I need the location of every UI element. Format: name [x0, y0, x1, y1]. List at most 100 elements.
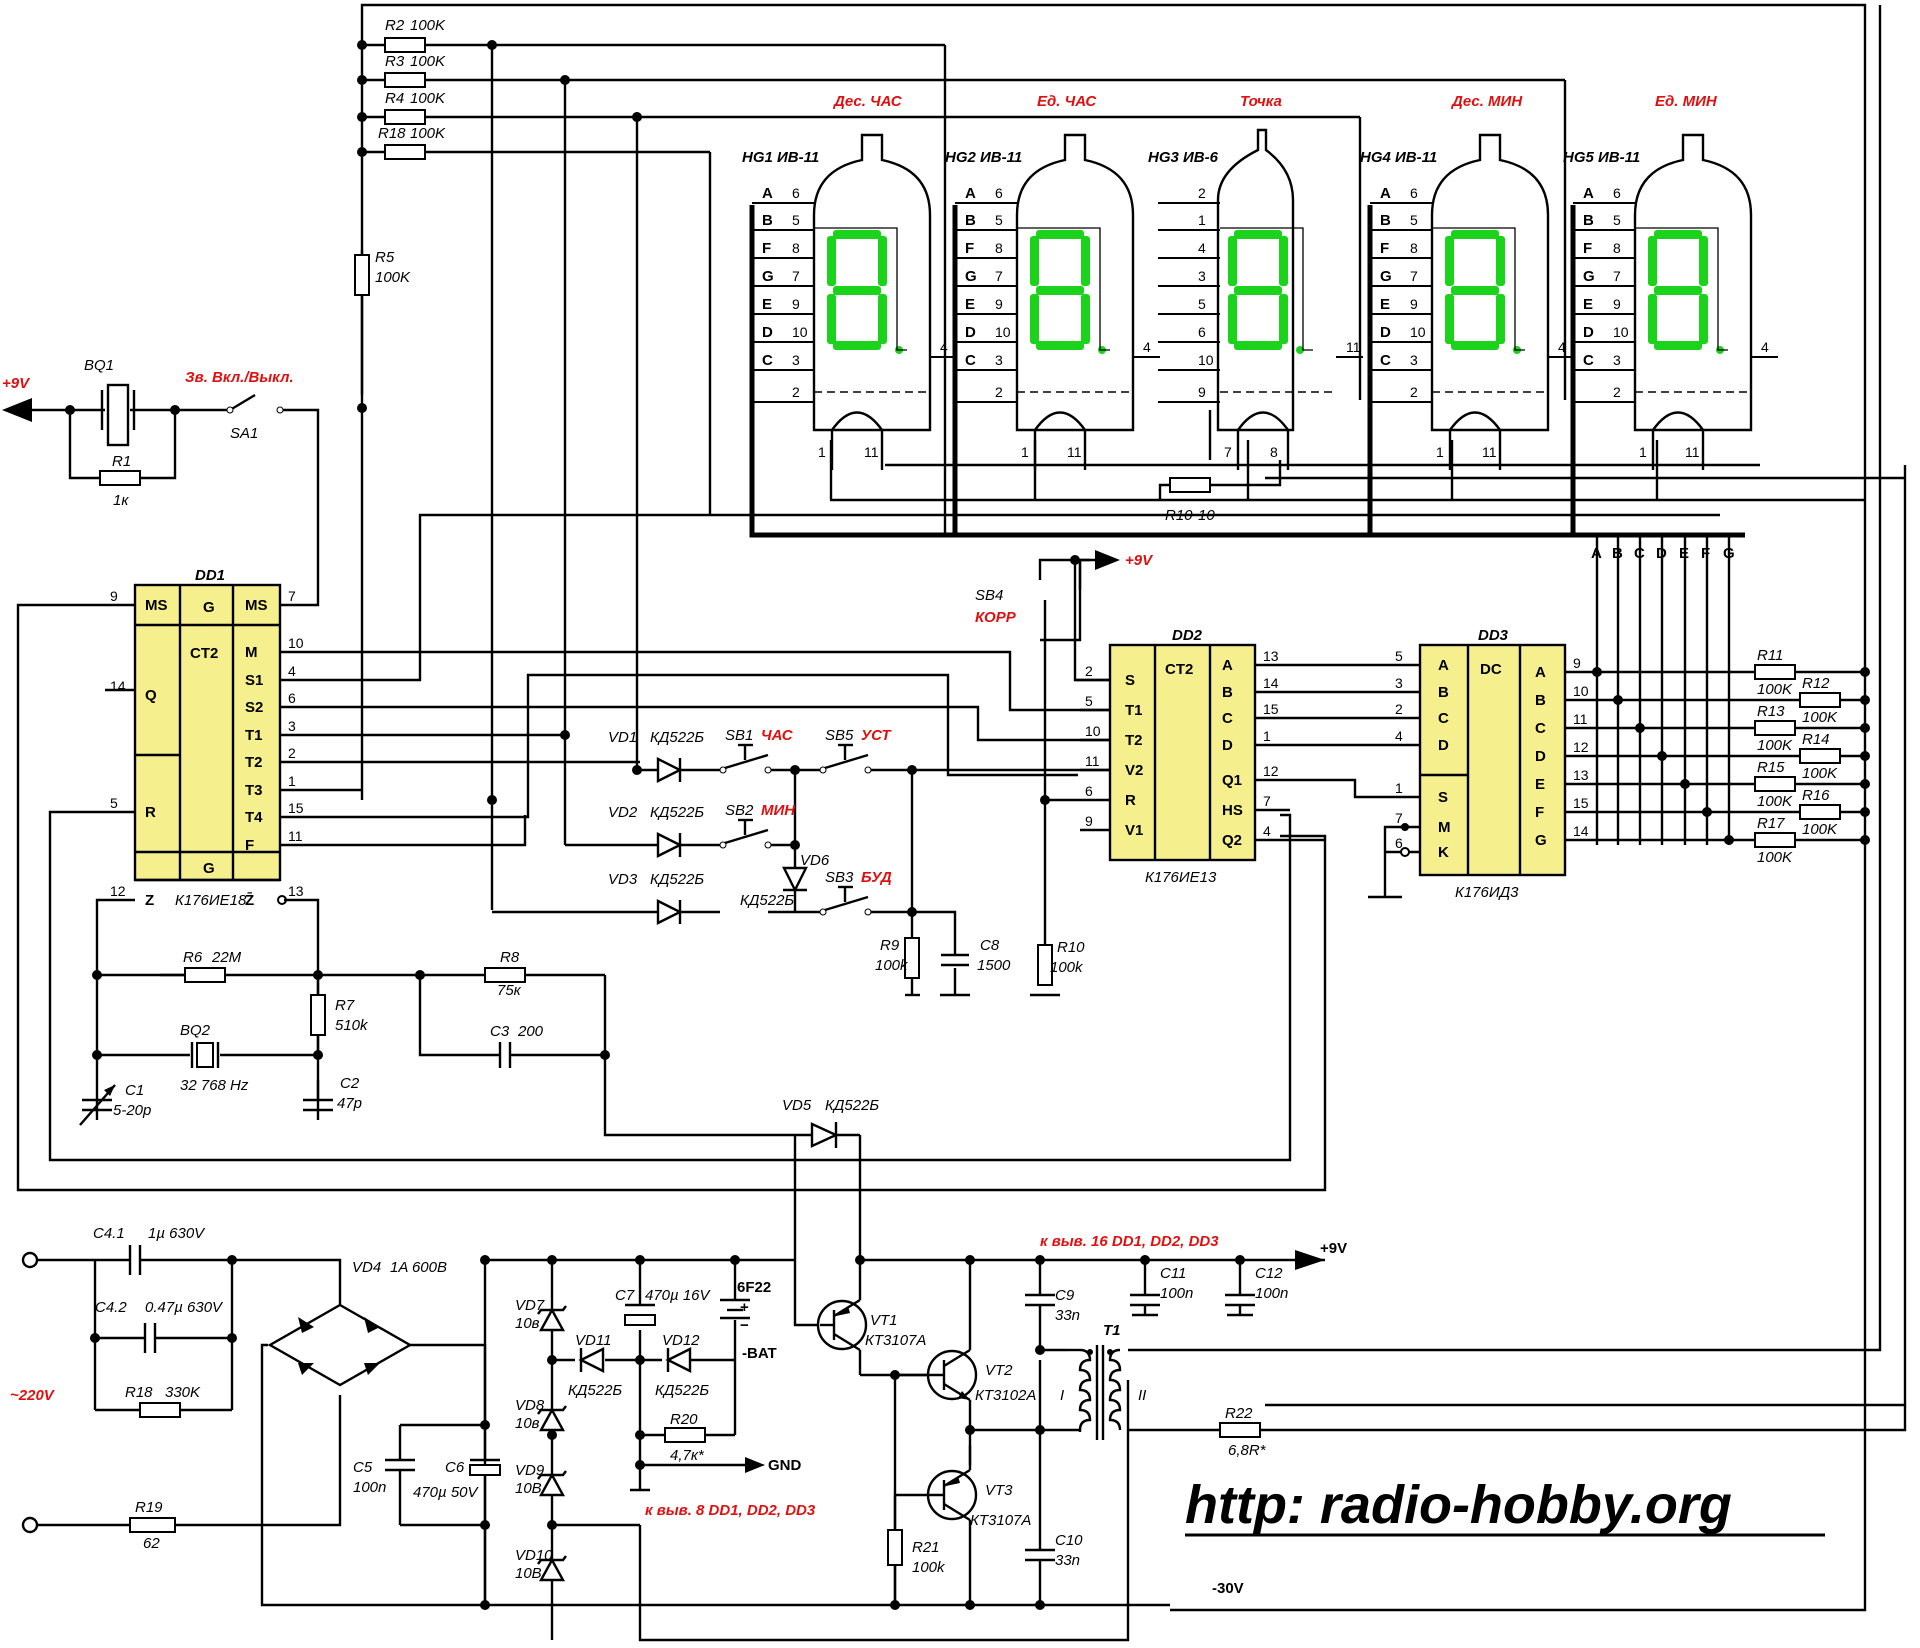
pin-number: 1 — [1263, 728, 1271, 744]
vd10-label: VD10 — [515, 1547, 553, 1564]
dd2-chip: DD2 CT2 К176ИЕ13 2S5T110T211V26R9V113A14… — [1085, 627, 1279, 886]
pin-label: T1 — [1125, 702, 1143, 719]
pin-number: 7 — [288, 588, 296, 604]
tube-pin-number: 9 — [792, 296, 800, 312]
c12-label: C12 — [1255, 1265, 1283, 1282]
pin-number: 11 — [1573, 711, 1588, 727]
pin-label: V1 — [1125, 822, 1143, 839]
c9-label: C9 — [1055, 1287, 1075, 1304]
tube-pin-letter: F — [762, 240, 771, 257]
dd1-g1: G — [203, 599, 215, 616]
tube-pin-letter: F — [1380, 240, 1389, 257]
ladder-resistors: R2 100K R3 100K R4 100K R18 100K R5 100K — [354, 17, 642, 413]
dd3-name: DD3 — [1478, 627, 1509, 644]
pin-number: 2 — [288, 745, 296, 761]
bus-letter: A — [1591, 545, 1602, 562]
tube-pin-number: 6 — [1198, 324, 1206, 340]
bus-letter: B — [1612, 545, 1623, 562]
r21-value: 100k — [912, 1559, 946, 1576]
pin-number: 4 — [1395, 728, 1403, 744]
vd7-value: 10в — [515, 1315, 540, 1332]
pin-label: R — [1125, 792, 1136, 809]
t1-winding2: II — [1138, 1387, 1146, 1404]
zener-vd8 — [538, 1407, 566, 1432]
pin-label: Z — [145, 892, 154, 909]
pin-number: 15 — [1573, 795, 1589, 811]
c7-value: 470µ 16V — [645, 1287, 712, 1304]
bus-letter: D — [1656, 545, 1667, 562]
tube-pin-letter: B — [1380, 212, 1391, 229]
resistor-r16 — [1799, 804, 1841, 820]
diode-vd1 — [656, 757, 683, 783]
pin-number: 5 — [110, 795, 118, 811]
diode-vd3-label: VD3 — [608, 871, 638, 888]
switch-sb1-label: SB1 — [725, 727, 753, 744]
tube-pin-letter: B — [1583, 212, 1594, 229]
pin-label: F — [1535, 804, 1544, 821]
bus-letter: F — [1701, 545, 1710, 562]
pin-label: M — [245, 644, 258, 661]
tube-pin-letter: D — [1583, 324, 1594, 341]
tube-pin-number: 11 — [1346, 339, 1361, 355]
tube-wiring — [829, 410, 1907, 1407]
r20-value: 4,7к* — [670, 1447, 705, 1464]
tube-pin-number: 11 — [1482, 444, 1497, 460]
pin-label: A — [1222, 657, 1233, 674]
pin-label: Q1 — [1222, 772, 1242, 789]
r12-value: 100K — [1802, 709, 1838, 726]
zener-vd9 — [538, 1472, 566, 1497]
vt1-label: VT1 — [870, 1312, 898, 1329]
resistor-r10b — [1169, 477, 1211, 493]
tube-id: HG5 ИВ-11 — [1563, 149, 1640, 166]
diode-vd1-label: VD1 — [608, 729, 637, 746]
r4-value: 100K — [410, 90, 446, 107]
r15-value: 100K — [1757, 793, 1793, 810]
r8-label: R8 — [500, 949, 520, 966]
tube-pin-letter: D — [965, 324, 976, 341]
pin-label: T4 — [245, 809, 263, 826]
bat-plus: + — [740, 1299, 749, 1316]
switch-sb3-label: SB3 — [825, 869, 854, 886]
v9-sb4-label: +9V — [1125, 552, 1154, 569]
pin-number: 14 — [110, 678, 126, 694]
tube-pin-letter: G — [762, 268, 774, 285]
vd9-value: 10В — [515, 1480, 542, 1497]
pin-label: MS — [145, 597, 168, 614]
resistor-r5 — [354, 254, 370, 296]
r16-label: R16 — [1802, 787, 1830, 804]
bat-label: 6F22 — [737, 1279, 771, 1296]
dd2-type: CT2 — [1165, 661, 1193, 678]
vd11-label: VD11 — [575, 1332, 611, 1349]
diode-vd5 — [810, 1122, 839, 1148]
r18a-label: R18 — [378, 125, 406, 142]
vt3-label: VT3 — [985, 1482, 1013, 1499]
resistor-r21 — [887, 1529, 903, 1566]
sb4-caption: КОРР — [975, 609, 1017, 626]
tube-pin-number: 11 — [864, 444, 879, 460]
pin-label: R — [145, 804, 156, 821]
pin-label: D — [1535, 748, 1546, 765]
r20-label: R20 — [670, 1411, 698, 1428]
r22-value: 6,8R* — [1228, 1442, 1267, 1459]
buzzer-section: +9V BQ1 R1 1к Зв. Вкл./Выкл. SA1 — [2, 357, 320, 607]
r2-value: 100K — [410, 17, 446, 34]
tube-title: Ед. МИН — [1655, 93, 1718, 110]
switch-sb3-caption: БУД — [861, 869, 892, 886]
tube-id: HG1 ИВ-11 — [742, 149, 819, 166]
tube-pin-number: 6 — [1410, 185, 1418, 201]
resistor-r14 — [1799, 748, 1841, 764]
pin-number: 14 — [1573, 823, 1589, 839]
resistor-r3 — [384, 72, 426, 88]
r9-label: R9 — [880, 937, 900, 954]
vd8-value: 10в — [515, 1415, 540, 1432]
diode-vd12 — [665, 1347, 692, 1373]
converter: VD5 КД522Б VT1 КТ3107А VT2 КТ3102А VT3 К… — [782, 5, 1907, 1610]
pin-label: T3 — [245, 782, 263, 799]
sa1-caption: Зв. Вкл./Выкл. — [185, 369, 294, 386]
tube-pin-letter: E — [1380, 296, 1390, 313]
pin-number: 6 — [1085, 783, 1093, 799]
tube-pin-number: 10 — [1410, 324, 1426, 340]
r10-label: R10 — [1057, 939, 1085, 956]
pin-number: 13 — [288, 883, 304, 899]
zener-vd10 — [538, 1557, 566, 1582]
